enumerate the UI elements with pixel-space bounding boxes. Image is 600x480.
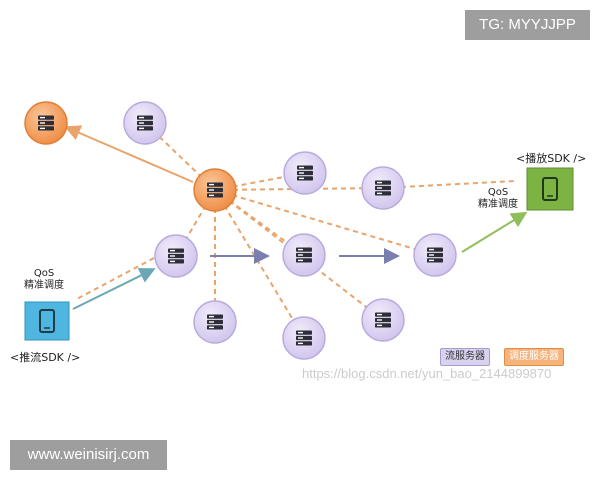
qos-right-label: QoS 精准调度 xyxy=(478,187,518,211)
qos-right-line2: 精准调度 xyxy=(478,199,518,210)
legend-schedule-server: 调度服务器 xyxy=(504,348,564,366)
play-sdk-label: <播放SDK /> xyxy=(516,152,587,165)
push-device xyxy=(24,301,70,341)
phone-icon xyxy=(542,177,558,201)
stream-server-bottom-right xyxy=(361,298,405,342)
server-icon xyxy=(427,247,443,263)
link-sched-right xyxy=(214,189,436,256)
server-icon xyxy=(296,247,312,263)
link-right-play xyxy=(382,180,516,189)
schedule-server-center xyxy=(193,168,237,212)
stream-server-right xyxy=(413,233,457,277)
stream-server-top xyxy=(123,101,167,145)
arrow-push-to-server xyxy=(72,268,156,310)
qos-left-line2: 精准调度 xyxy=(24,280,64,291)
stream-server-bottom-left xyxy=(193,300,237,344)
server-icon xyxy=(207,314,223,330)
phone-icon xyxy=(39,309,55,333)
qos-left-line1: QoS xyxy=(33,268,55,279)
qos-right-line1: QoS xyxy=(487,187,509,198)
stream-server-mid-left xyxy=(154,234,198,278)
tg-overlay-label: TG: MYYJJPP xyxy=(465,10,590,40)
link-sched-top xyxy=(144,122,216,191)
server-icon xyxy=(296,330,312,346)
site-overlay-label: www.weinisirj.com xyxy=(10,440,167,470)
server-icon xyxy=(375,180,391,196)
stream-server-upper-right xyxy=(361,166,405,210)
server-icon xyxy=(137,115,153,131)
arrow-sched-to-top-sched xyxy=(64,125,194,183)
link-mid-left-qos xyxy=(74,257,155,301)
watermark-text: https://blog.csdn.net/yun_bao_2144899870 xyxy=(302,366,552,381)
arrow-server-to-play xyxy=(461,211,528,253)
push-sdk-label: <推流SDK /> xyxy=(10,351,81,364)
server-icon xyxy=(375,312,391,328)
schedule-server-top-left xyxy=(24,101,68,145)
stream-server-upper-mid xyxy=(283,151,327,195)
server-icon xyxy=(207,182,223,198)
stream-server-mid xyxy=(282,233,326,277)
server-icon xyxy=(168,248,184,264)
play-device xyxy=(526,167,574,211)
legend-stream-server: 流服务器 xyxy=(440,348,490,366)
server-icon xyxy=(38,115,54,131)
server-icon xyxy=(297,165,313,181)
stream-server-bottom-mid xyxy=(282,316,326,360)
link-sched-bottom-mid xyxy=(214,189,305,339)
qos-left-label: QoS 精准调度 xyxy=(24,268,64,292)
